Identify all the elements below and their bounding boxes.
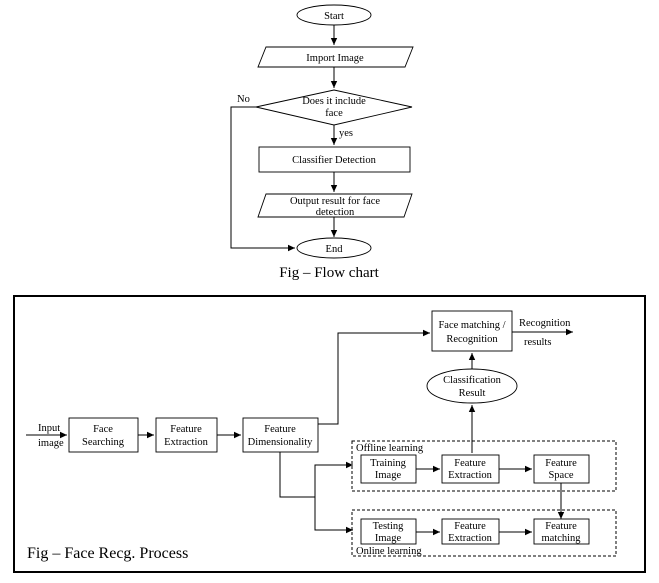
- testing-image-line1: Testing: [373, 521, 405, 532]
- end-label: End: [326, 244, 344, 255]
- offline-learning-group: [351, 440, 617, 492]
- training-image-node: Training Image: [360, 454, 417, 484]
- arrow-no-branch: [230, 106, 295, 252]
- feature-matching-line2: matching: [541, 533, 581, 544]
- face-matching-line2: Recognition: [446, 334, 498, 345]
- feature-extraction-line2: Extraction: [164, 437, 208, 448]
- feature-extraction-line1: Feature: [170, 424, 202, 435]
- output-line2: detection: [316, 207, 355, 218]
- decision-node: Does it include face: [255, 89, 413, 126]
- face-searching-node: Face Searching: [68, 417, 139, 453]
- yes-label: yes: [339, 128, 353, 139]
- training-image-line1: Training: [370, 458, 407, 469]
- output-result-node: Output result for face detection: [257, 193, 413, 218]
- feature-space-line1: Feature: [545, 458, 577, 469]
- recognition-results-line2: results: [524, 337, 551, 348]
- online-feature-extraction-node: Feature Extraction: [441, 518, 500, 545]
- classification-result-node: Classification Result: [426, 368, 518, 404]
- recognition-results-line1: Recognition: [519, 318, 571, 329]
- online-extraction-line1: Feature: [454, 521, 486, 532]
- classification-line2: Result: [459, 388, 486, 399]
- input-label-1: Input: [38, 423, 60, 434]
- feature-dimensionality-node: Feature Dimensionality: [242, 417, 319, 453]
- offline-feature-extraction-node: Feature Extraction: [441, 454, 500, 484]
- import-image-label: Import Image: [306, 53, 364, 64]
- import-image-node: Import Image: [257, 46, 414, 68]
- classifier-label: Classifier Detection: [292, 155, 376, 166]
- end-node: End: [296, 237, 372, 259]
- training-image-line2: Image: [375, 470, 402, 481]
- offline-learning-label: Offline learning: [356, 443, 424, 454]
- face-matching-node: Face matching / Recognition: [431, 310, 513, 352]
- face-searching-line1: Face: [93, 424, 113, 435]
- face-matching-line1: Face matching /: [438, 320, 505, 331]
- testing-image-line2: Image: [375, 533, 402, 544]
- feature-dimensionality-line2: Dimensionality: [248, 437, 313, 448]
- start-label: Start: [324, 11, 344, 22]
- feature-dimensionality-line1: Feature: [264, 424, 296, 435]
- flowchart: Start Import Image Does it include face …: [230, 4, 414, 281]
- offline-extraction-line2: Extraction: [448, 470, 492, 481]
- decision-line2: face: [325, 108, 343, 119]
- connector-dimensionality-split: [279, 452, 315, 498]
- offline-extraction-line1: Feature: [454, 458, 486, 469]
- arrow-to-online: [314, 497, 353, 534]
- arrow-dimensionality-matching: [318, 329, 430, 425]
- feature-space-node: Feature Space: [533, 454, 590, 484]
- testing-image-node: Testing Image: [360, 518, 417, 545]
- online-learning-label: Online learning: [356, 546, 422, 557]
- start-node: Start: [296, 4, 372, 26]
- feature-space-line2: Space: [548, 470, 573, 481]
- arrow-to-offline: [314, 461, 353, 497]
- input-label-2: image: [38, 438, 64, 449]
- classification-line1: Classification: [443, 375, 501, 386]
- output-line1: Output result for face: [290, 196, 380, 207]
- face-searching-line2: Searching: [82, 437, 125, 448]
- process-frame: [13, 295, 646, 573]
- flowchart-caption: Fig – Flow chart: [279, 265, 379, 281]
- feature-matching-node: Feature matching: [533, 518, 590, 545]
- decision-line1: Does it include: [302, 96, 366, 107]
- online-extraction-line2: Extraction: [448, 533, 492, 544]
- feature-extraction-node: Feature Extraction: [155, 417, 218, 453]
- classifier-detection-node: Classifier Detection: [258, 146, 411, 173]
- process-caption: Fig – Face Recg. Process: [27, 545, 188, 562]
- feature-matching-line1: Feature: [545, 521, 577, 532]
- face-recognition-process: Input image Face Searching Feature Extra…: [13, 295, 646, 573]
- online-learning-group: [351, 509, 617, 557]
- no-label: No: [237, 94, 250, 105]
